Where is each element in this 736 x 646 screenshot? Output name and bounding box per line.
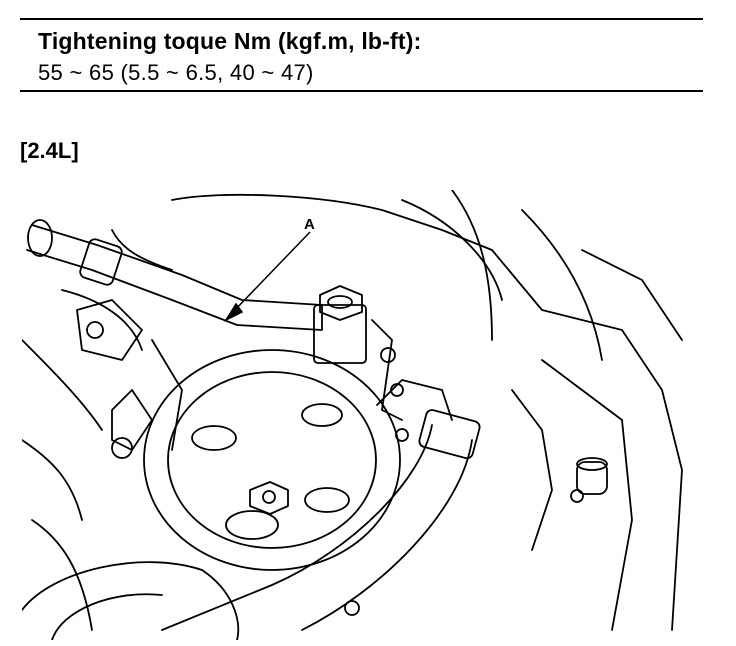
power-steering-pump-illustration	[22, 190, 712, 640]
torque-spec-box: Tightening toque Nm (kgf.m, lb-ft): 55 ~…	[20, 18, 703, 92]
torque-spec-title: Tightening toque Nm (kgf.m, lb-ft):	[38, 28, 422, 54]
callout-label-a: A	[304, 216, 315, 233]
engine-variant-label: [2.4L]	[20, 138, 79, 163]
illustration-svg	[22, 190, 683, 640]
torque-spec-value: 55 ~ 65 (5.5 ~ 6.5, 40 ~ 47)	[38, 60, 314, 85]
